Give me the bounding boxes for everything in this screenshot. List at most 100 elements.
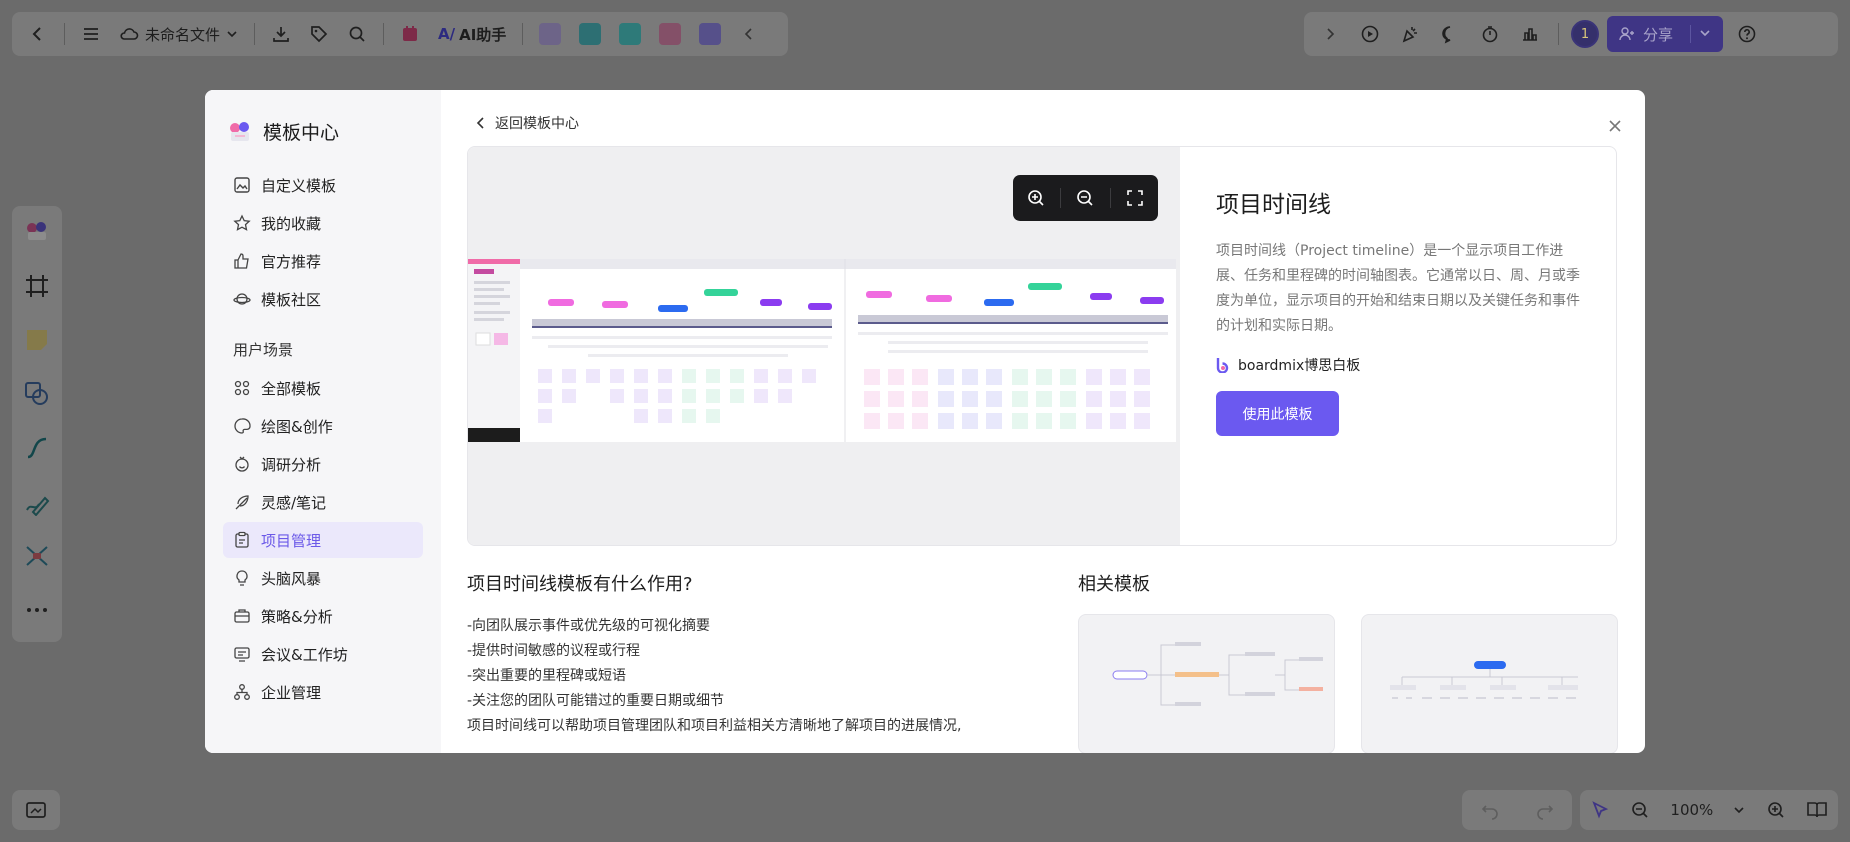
chevron-right-icon[interactable] bbox=[1314, 18, 1346, 50]
tag-icon[interactable] bbox=[303, 18, 335, 50]
palette-icon bbox=[234, 418, 251, 434]
sidebar-item-meetings[interactable]: 会议&工作坊 bbox=[223, 636, 423, 672]
sidebar-item-favorites[interactable]: 我的收藏 bbox=[223, 205, 423, 241]
image-app-icon[interactable] bbox=[539, 23, 562, 45]
back-icon[interactable] bbox=[22, 18, 54, 50]
map-icon bbox=[26, 802, 46, 818]
undo-icon[interactable] bbox=[1480, 800, 1500, 820]
thumbs-up-icon bbox=[234, 253, 249, 269]
avatar[interactable]: 1 bbox=[1571, 20, 1599, 48]
play-icon[interactable] bbox=[1354, 18, 1386, 50]
celebrate-icon[interactable] bbox=[1394, 18, 1426, 50]
star-icon bbox=[233, 214, 251, 231]
chevron-left-icon[interactable] bbox=[733, 18, 765, 50]
sidebar-item-custom-templates[interactable]: 自定义模板 bbox=[223, 167, 423, 203]
comment-icon[interactable] bbox=[1434, 18, 1466, 50]
sidebar-item-label: 官方推荐 bbox=[261, 252, 322, 271]
minimap-button[interactable] bbox=[12, 790, 60, 830]
org-chart-icon bbox=[234, 684, 250, 700]
template-description: 项目时间线（Project timeline）是一个显示项目工作进展、任务和里程… bbox=[1216, 243, 1580, 334]
zoom-in-icon[interactable] bbox=[1766, 800, 1786, 820]
connector-icon[interactable] bbox=[21, 432, 53, 464]
divider bbox=[64, 23, 65, 45]
sidebar-item-brainstorm[interactable]: 头脑风暴 bbox=[223, 560, 423, 596]
divider bbox=[1109, 188, 1111, 208]
divider bbox=[1558, 23, 1559, 45]
back-label: 返回模板中心 bbox=[495, 116, 579, 132]
user-add-icon bbox=[1619, 27, 1634, 41]
ai-assistant-button[interactable]: A/ AI助手 bbox=[432, 24, 512, 45]
sidebar-item-project-management[interactable]: 项目管理 bbox=[223, 522, 423, 558]
ai-logo-icon: A/ bbox=[438, 25, 456, 43]
calendar-app-icon[interactable] bbox=[394, 18, 426, 50]
author-name: boardmix博思白板 bbox=[1238, 358, 1361, 374]
sticky-note-icon[interactable] bbox=[21, 324, 53, 356]
usage-line: -突出重要的里程碑或短语 bbox=[467, 668, 627, 684]
usage-line: 项目时间线可以帮助项目管理团队和项目利益相关方清晰地了解项目的进展情况, bbox=[467, 718, 962, 734]
template-preview[interactable] bbox=[468, 147, 1180, 545]
template-info: 项目时间线 项目时间线（Project timeline）是一个显示项目工作进展… bbox=[1180, 147, 1616, 545]
ai-assistant-label: AI助手 bbox=[459, 25, 507, 44]
chevron-down-icon[interactable] bbox=[1733, 804, 1745, 816]
pen-icon[interactable] bbox=[21, 486, 53, 518]
sidebar-item-label: 自定义模板 bbox=[261, 176, 337, 195]
book-icon[interactable] bbox=[1806, 800, 1828, 820]
frame-icon[interactable] bbox=[21, 270, 53, 302]
download-icon[interactable] bbox=[265, 18, 297, 50]
image-edit-icon bbox=[234, 177, 250, 193]
sidebar-item-recommended[interactable]: 官方推荐 bbox=[223, 243, 423, 279]
zoom-in-icon[interactable] bbox=[1026, 188, 1046, 208]
back-to-template-center-link[interactable]: 返回模板中心 bbox=[467, 112, 1619, 134]
share-button[interactable]: 分享 bbox=[1607, 16, 1723, 52]
vote-icon[interactable] bbox=[1514, 18, 1546, 50]
feather-icon bbox=[235, 495, 249, 510]
sidebar-item-community[interactable]: 模板社区 bbox=[223, 281, 423, 317]
zoom-level[interactable]: 100% bbox=[1670, 801, 1714, 819]
timer-icon[interactable] bbox=[1474, 18, 1506, 50]
divider bbox=[254, 23, 256, 45]
briefcase-icon bbox=[234, 609, 250, 623]
related-template-card[interactable] bbox=[1361, 614, 1618, 753]
sidebar-item-strategy[interactable]: 策略&分析 bbox=[223, 598, 423, 634]
sidebar-item-notes[interactable]: 灵感/笔记 bbox=[223, 484, 423, 520]
related-template-card[interactable] bbox=[1078, 614, 1335, 753]
sidebar-item-label: 策略&分析 bbox=[261, 607, 333, 626]
left-toolbar bbox=[12, 206, 62, 642]
smile-icon bbox=[235, 456, 249, 472]
close-button[interactable] bbox=[1603, 114, 1627, 138]
sidebar-item-label: 我的收藏 bbox=[261, 214, 322, 233]
top-toolbar-right: 1 分享 bbox=[1304, 12, 1838, 56]
mindmap-icon[interactable] bbox=[21, 540, 53, 572]
sidebar-item-enterprise[interactable]: 企业管理 bbox=[223, 674, 423, 710]
sidebar-item-all-templates[interactable]: 全部模板 bbox=[223, 370, 423, 406]
sidebar-header: 模板中心 bbox=[223, 118, 423, 145]
usage-line: -关注您的团队可能错过的重要日期或细节 bbox=[467, 693, 725, 709]
flowchart-app-icon[interactable] bbox=[659, 23, 682, 45]
sidebar-item-research[interactable]: 调研分析 bbox=[223, 446, 423, 482]
zoom-out-icon[interactable] bbox=[1075, 188, 1095, 208]
history-controls bbox=[1462, 790, 1572, 830]
sidebar-item-label: 调研分析 bbox=[261, 455, 322, 474]
menu-icon[interactable] bbox=[75, 18, 107, 50]
shape-icon[interactable] bbox=[21, 378, 53, 410]
sidebar-item-drawing[interactable]: 绘图&创作 bbox=[223, 408, 423, 444]
template-icon[interactable] bbox=[21, 216, 53, 248]
close-icon bbox=[1609, 120, 1621, 132]
zoom-out-icon[interactable] bbox=[1630, 800, 1650, 820]
fullscreen-icon[interactable] bbox=[1125, 188, 1145, 208]
search-icon[interactable] bbox=[341, 18, 373, 50]
chat-app-icon[interactable] bbox=[699, 23, 722, 45]
file-name-dropdown[interactable]: 未命名文件 bbox=[113, 24, 244, 45]
help-icon[interactable] bbox=[1731, 18, 1763, 50]
ppt-app-icon[interactable] bbox=[579, 23, 602, 45]
planet-icon bbox=[233, 293, 251, 305]
chevron-down-icon[interactable] bbox=[1690, 25, 1711, 43]
usage-heading: 项目时间线模板有什么作用? bbox=[467, 574, 693, 595]
related-template-thumbnail bbox=[1390, 661, 1578, 699]
redo-icon[interactable] bbox=[1535, 800, 1555, 820]
mindmap-app-icon[interactable] bbox=[619, 23, 642, 45]
sidebar-item-label: 模板社区 bbox=[261, 290, 322, 309]
use-template-button[interactable]: 使用此模板 bbox=[1216, 391, 1339, 436]
cursor-icon[interactable] bbox=[1590, 800, 1610, 820]
more-icon[interactable] bbox=[21, 594, 53, 626]
